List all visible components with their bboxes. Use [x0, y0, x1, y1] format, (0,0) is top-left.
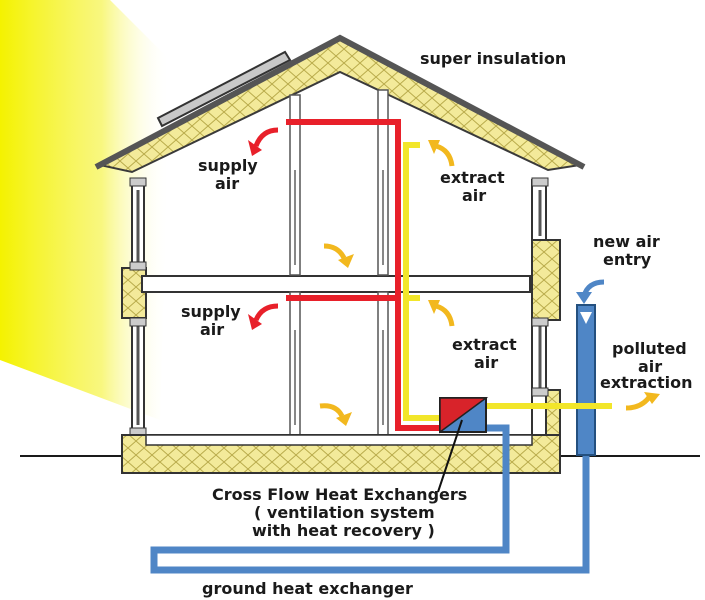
label-extract-air-bottom-line1: extract: [452, 335, 517, 354]
label-heat-exchanger-line1: Cross Flow Heat Exchangers: [212, 485, 467, 504]
label-heat-exchanger-line3: with heat recovery ): [252, 521, 435, 540]
house-walls: [121, 89, 561, 437]
label-supply-air-bottom-line1: supply: [181, 302, 241, 321]
roof: [94, 34, 586, 174]
label-supply-air-top-line2: air: [215, 174, 239, 193]
label-ground-heat-exchanger: ground heat exchanger: [202, 579, 413, 598]
label-extract-air-top-line1: extract: [440, 168, 505, 187]
heat-exchanger-icon: [437, 397, 489, 493]
solar-panel-icon: [156, 50, 292, 128]
ground-heat-exchanger-duct: [150, 420, 590, 574]
label-new-air-entry-line1: new air: [593, 232, 660, 251]
label-super-insulation: super insulation: [420, 49, 566, 68]
label-extract-air-bottom-line2: air: [474, 353, 498, 372]
label-heat-exchanger-line2: ( ventilation system: [254, 503, 435, 522]
label-supply-air-bottom-line2: air: [200, 320, 224, 339]
extract-duct: [403, 142, 612, 421]
supply-duct: [286, 119, 440, 431]
airflow-arrows: [248, 127, 660, 426]
label-extract-air-top-line2: air: [462, 186, 486, 205]
label-new-air-entry-line2: entry: [603, 250, 652, 269]
label-polluted-line1: polluted: [612, 339, 687, 358]
label-polluted-line3: extraction: [600, 373, 693, 392]
label-supply-air-top-line1: supply: [198, 156, 258, 175]
labels: super insulation supply air extract air …: [181, 49, 693, 598]
label-polluted-line2: air: [638, 357, 662, 376]
air-intake-column: [576, 304, 596, 456]
